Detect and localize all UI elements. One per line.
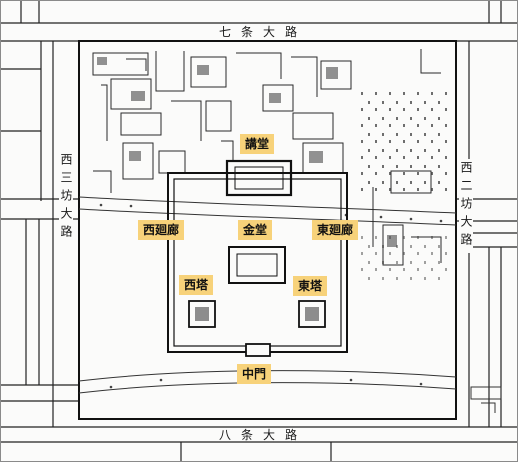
lecture-hall-footprint <box>225 159 293 197</box>
precinct-boundary <box>78 40 457 420</box>
middle-gate-label: 中門 <box>237 364 272 384</box>
west-pagoda-label: 西塔 <box>179 275 214 295</box>
north-road-label: 七条大路 <box>219 25 308 39</box>
south-road-label: 八条大路 <box>219 428 308 442</box>
east-pagoda-label: 東塔 <box>293 276 328 296</box>
east-road-label: 西二坊大路 <box>459 159 473 253</box>
middle-gate-footprint <box>245 343 271 357</box>
cross-road-dots <box>99 203 443 389</box>
golden-hall-label: 金堂 <box>238 220 273 240</box>
cloister-outer <box>167 172 348 353</box>
east-corridor-label: 東廻廊 <box>312 220 359 240</box>
east-pagoda-footprint <box>298 300 326 328</box>
golden-hall-footprint <box>228 246 286 284</box>
field-hatching <box>359 91 447 191</box>
west-corridor-label: 西廻廊 <box>138 220 185 240</box>
west-road-label: 西三坊大路 <box>59 151 73 245</box>
west-pagoda-footprint <box>188 300 216 328</box>
village-plots <box>92 49 442 266</box>
lecture-hall-label: 講堂 <box>240 134 275 154</box>
